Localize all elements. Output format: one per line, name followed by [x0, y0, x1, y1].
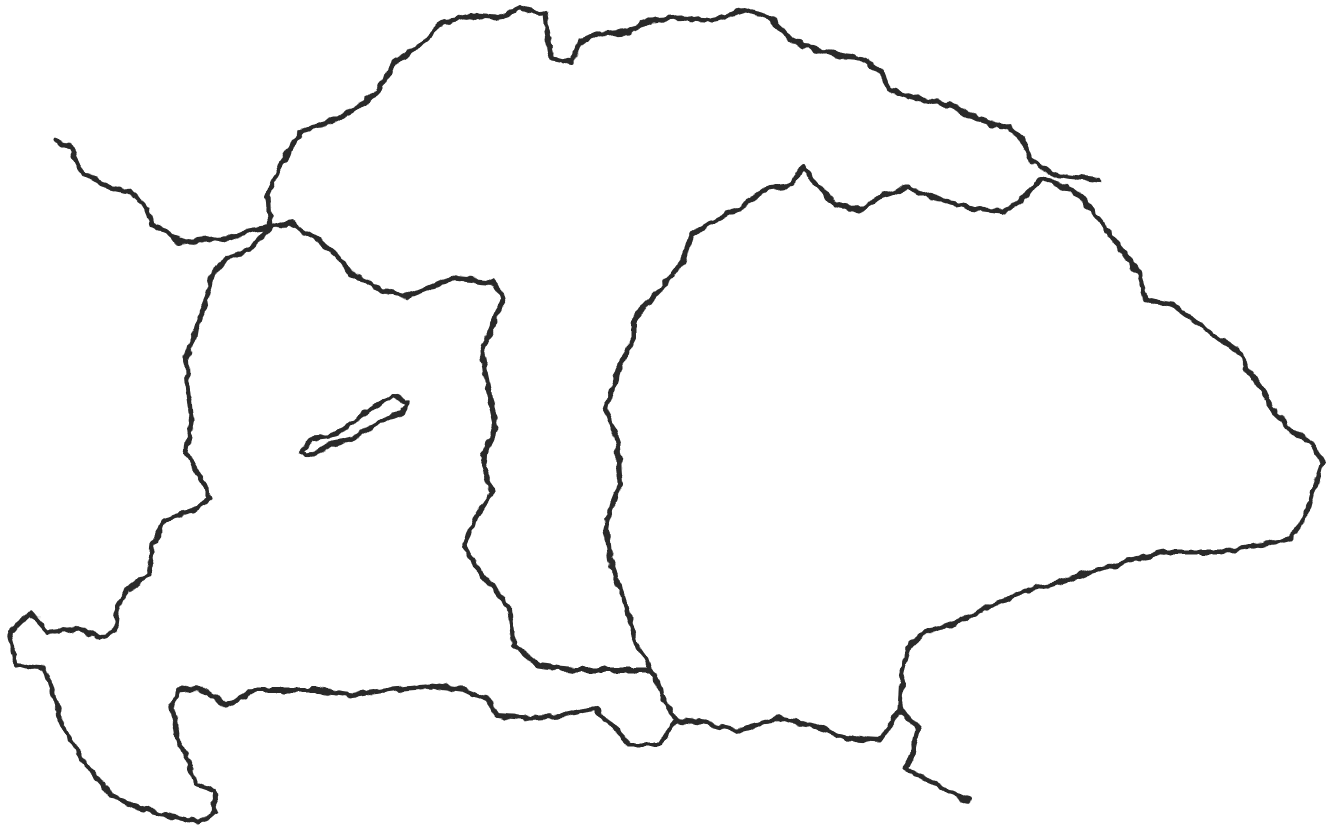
northeast-stub-line: [1027, 157, 1101, 183]
southern-outer-border-line: [649, 667, 903, 743]
northern-outer-border-line: [265, 5, 1033, 231]
lake-outline: [299, 393, 411, 459]
eastern-region-border-line: [603, 165, 1325, 713]
map-lines: [7, 5, 1325, 825]
northwest-river-line: [53, 137, 293, 246]
southeast-river-line: [897, 707, 971, 803]
western-region-border-line: [7, 225, 679, 825]
central-region-border-line: [287, 219, 655, 673]
